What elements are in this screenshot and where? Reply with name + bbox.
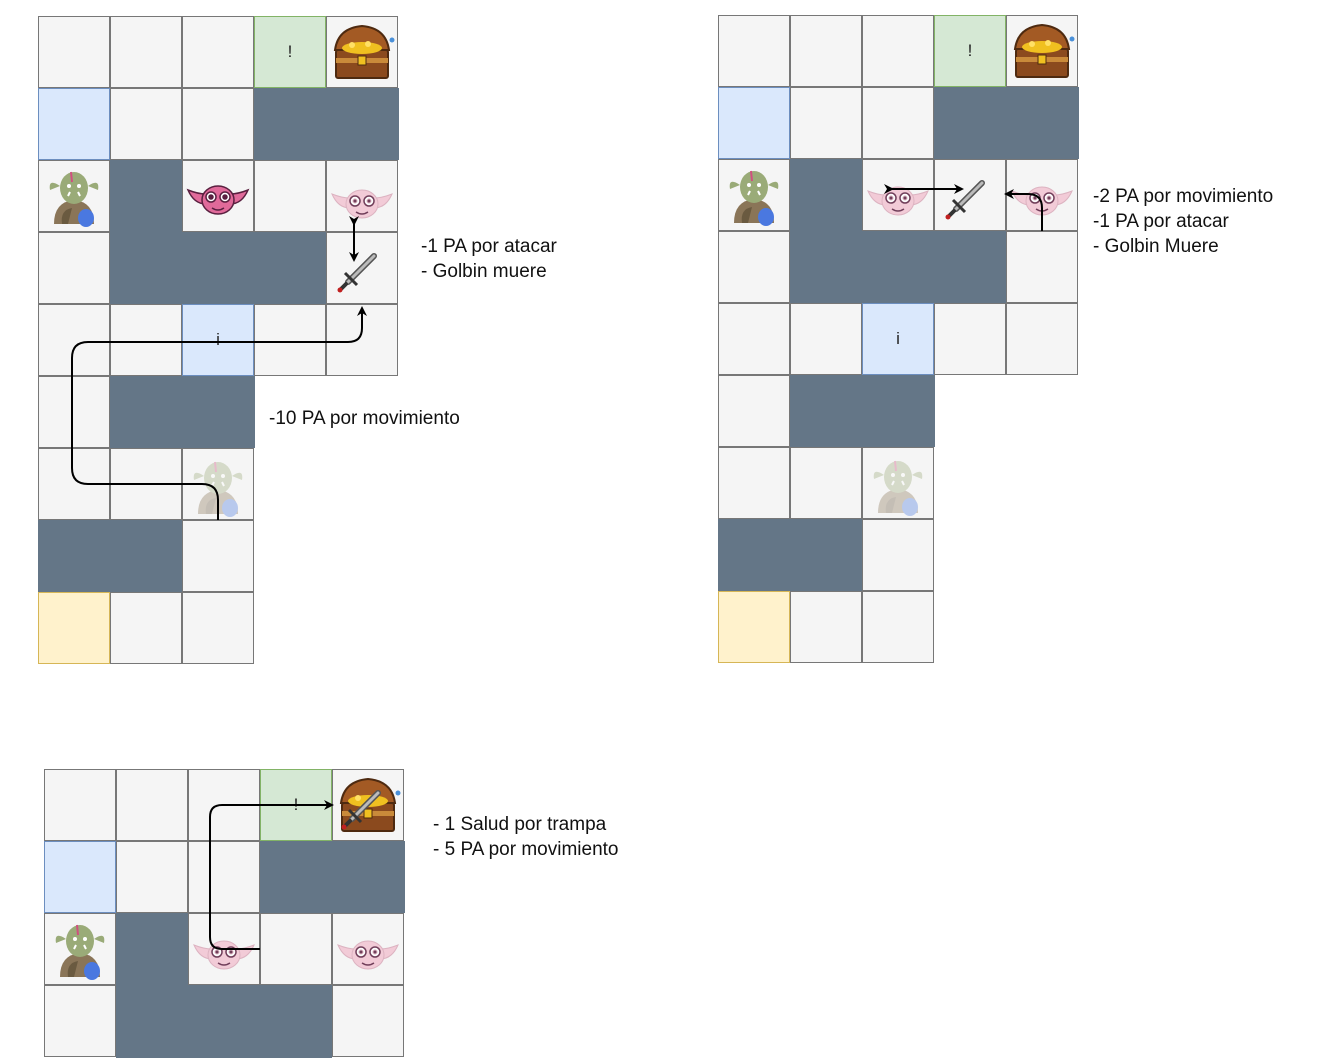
wall xyxy=(38,520,183,592)
wall xyxy=(110,376,255,448)
note-move: -10 PA por movimiento xyxy=(269,408,460,429)
wall xyxy=(790,231,1006,304)
trap-tile xyxy=(934,15,1006,87)
info-marker: i xyxy=(216,330,220,349)
trap-marker: ! xyxy=(967,41,973,60)
trap-tile xyxy=(254,16,326,88)
start-tile xyxy=(718,591,790,663)
note-attack: -1 PA por atacar - Golbin muere xyxy=(421,236,557,282)
trap-marker: ! xyxy=(287,42,293,61)
info-marker: i xyxy=(896,329,900,348)
wall xyxy=(718,519,863,591)
wall xyxy=(254,88,399,160)
wall xyxy=(934,87,1079,159)
wall xyxy=(790,375,935,447)
info-tile xyxy=(862,303,934,375)
trap-marker: ! xyxy=(293,795,299,814)
wall xyxy=(260,841,405,913)
start-tile xyxy=(38,592,110,664)
note-top-right: -2 PA por movimiento -1 PA por atacar - … xyxy=(1093,186,1274,257)
wall xyxy=(110,232,326,305)
wall xyxy=(116,985,332,1058)
note-bottom: - 1 Salud por trampa - 5 PA por movimien… xyxy=(433,814,619,860)
